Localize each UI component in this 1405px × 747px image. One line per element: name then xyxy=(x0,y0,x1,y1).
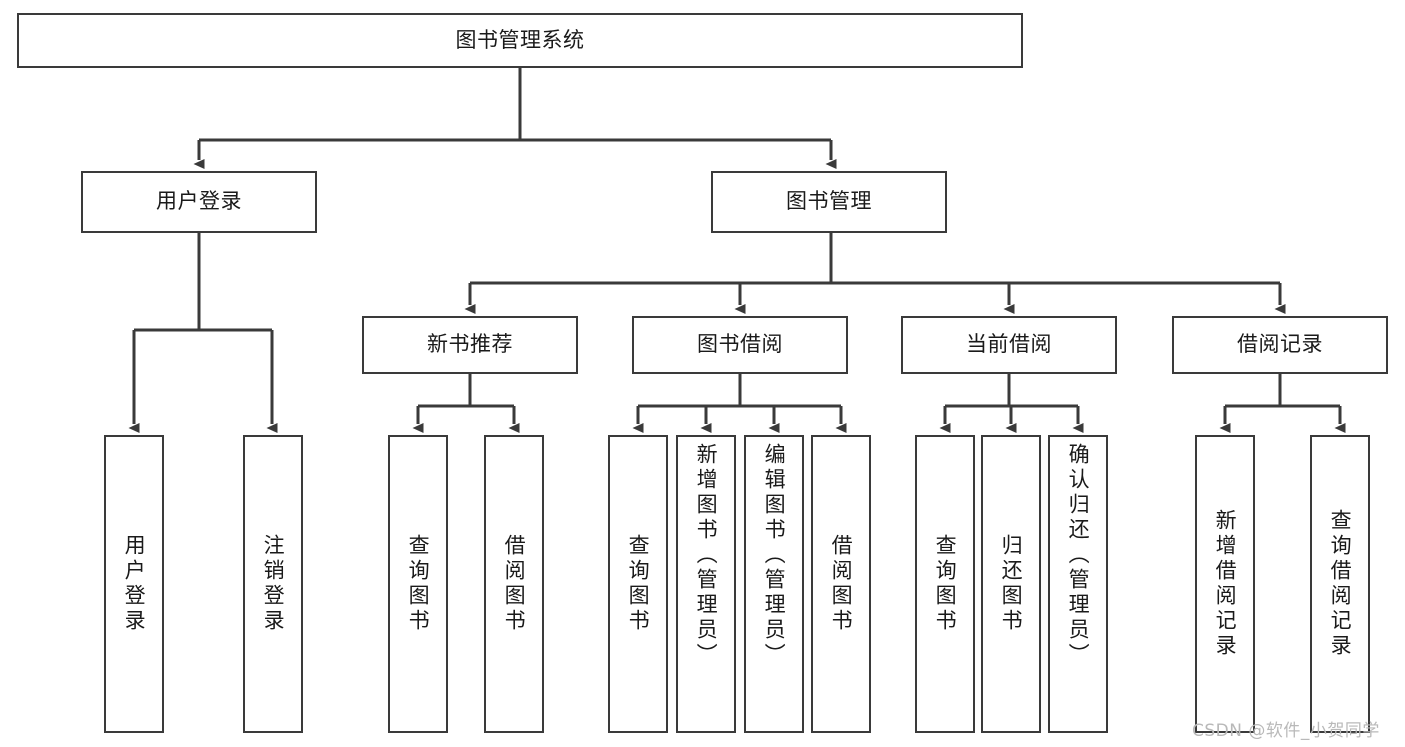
node-label: 图书管理系统 xyxy=(455,27,585,52)
node-leaf[interactable]: 查询借阅记录 xyxy=(1310,435,1370,733)
node-level3[interactable]: 新书推荐 xyxy=(362,316,578,374)
node-label: 编辑图书（管理员） xyxy=(762,443,787,668)
node-leaf[interactable]: 用户登录 xyxy=(104,435,164,733)
node-leaf[interactable]: 注销登录 xyxy=(243,435,303,733)
node-level3[interactable]: 借阅记录 xyxy=(1172,316,1388,374)
node-leaf[interactable]: 查询图书 xyxy=(915,435,975,733)
node-leaf[interactable]: 借阅图书 xyxy=(484,435,544,733)
node-root[interactable]: 图书管理系统 xyxy=(17,13,1023,68)
node-label: 新增借阅记录 xyxy=(1213,509,1238,659)
node-label: 当前借阅 xyxy=(966,332,1052,357)
node-label: 确认归还（管理员） xyxy=(1066,443,1091,668)
node-leaf[interactable]: 确认归还（管理员） xyxy=(1048,435,1108,733)
node-label: 图书借阅 xyxy=(697,332,783,357)
node-label: 新增图书（管理员） xyxy=(694,443,719,668)
node-label: 借阅图书 xyxy=(502,534,527,634)
node-leaf[interactable]: 借阅图书 xyxy=(811,435,871,733)
node-label: 查询图书 xyxy=(406,534,431,634)
csdn-watermark: CSDN @软件_小贺同学 xyxy=(1192,721,1380,741)
node-label: 归还图书 xyxy=(999,534,1024,634)
node-level2[interactable]: 用户登录 xyxy=(81,171,317,233)
node-label: 用户登录 xyxy=(156,189,242,214)
node-label: 图书管理 xyxy=(786,189,872,214)
node-level3[interactable]: 当前借阅 xyxy=(901,316,1117,374)
node-label: 新书推荐 xyxy=(427,332,513,357)
node-leaf[interactable]: 归还图书 xyxy=(981,435,1041,733)
node-leaf[interactable]: 新增借阅记录 xyxy=(1195,435,1255,733)
node-label: 借阅记录 xyxy=(1237,332,1323,357)
node-level2[interactable]: 图书管理 xyxy=(711,171,947,233)
node-label: 查询借阅记录 xyxy=(1328,509,1353,659)
node-label: 注销登录 xyxy=(261,534,286,634)
node-leaf[interactable]: 编辑图书（管理员） xyxy=(744,435,804,733)
node-leaf[interactable]: 查询图书 xyxy=(388,435,448,733)
node-leaf[interactable]: 查询图书 xyxy=(608,435,668,733)
node-level3[interactable]: 图书借阅 xyxy=(632,316,848,374)
node-label: 查询图书 xyxy=(626,534,651,634)
node-label: 用户登录 xyxy=(122,534,147,634)
node-label: 借阅图书 xyxy=(829,534,854,634)
node-label: 查询图书 xyxy=(933,534,958,634)
node-leaf[interactable]: 新增图书（管理员） xyxy=(676,435,736,733)
